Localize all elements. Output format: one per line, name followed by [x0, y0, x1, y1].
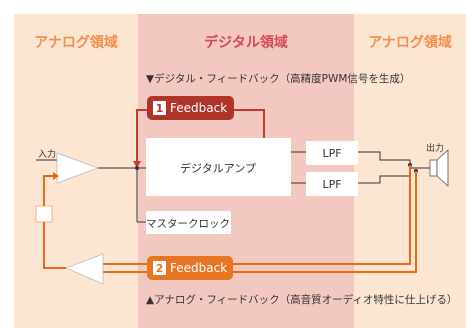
digital-amp-block — [146, 138, 291, 196]
digital-feedback-caption: ▼デジタル・フィードバック（高精度PWM信号を生成） — [146, 72, 410, 85]
feedback-2-number-box — [153, 261, 166, 275]
feedback-2-badge — [147, 256, 233, 280]
master-clock-label: マスタークロック — [146, 218, 230, 230]
digital-amp-label: デジタルアンプ — [180, 161, 256, 175]
analog-feedback-caption: ▲アナログ・フィードバック（高音質オーディオ特性に仕上げる） — [146, 293, 457, 306]
lpf-bottom-block — [306, 172, 358, 196]
lpf-top-label: LPF — [322, 147, 341, 160]
feedback-1-arrowhead — [133, 161, 141, 168]
lpf-top-output-wire — [358, 151, 411, 165]
feedback-2-arrowhead — [53, 172, 59, 180]
feedback-2-number: 2 — [156, 262, 164, 275]
master-clock-block — [146, 211, 231, 234]
feedback-1-number: 1 — [156, 102, 164, 115]
zone-title-right: アナログ領域 — [368, 34, 452, 51]
lpf-top-block — [306, 141, 358, 165]
feedback-1-number-box — [153, 101, 166, 115]
feedback-filter-block — [35, 205, 53, 223]
input-amplifier — [56, 152, 100, 184]
feedback-2-label: Feedback — [170, 261, 227, 275]
feedback-1-badge — [147, 96, 234, 120]
zone-title-left: アナログ領域 — [34, 34, 118, 51]
lpf-bottom-label: LPF — [322, 178, 341, 191]
feedback-amplifier — [64, 253, 104, 285]
zone-title-center: デジタル領域 — [204, 34, 288, 51]
feedback-1-label: Feedback — [170, 101, 227, 115]
output-label: 出力 — [426, 142, 444, 154]
speaker-icon — [429, 149, 449, 187]
input-label: 入力 — [38, 148, 56, 160]
